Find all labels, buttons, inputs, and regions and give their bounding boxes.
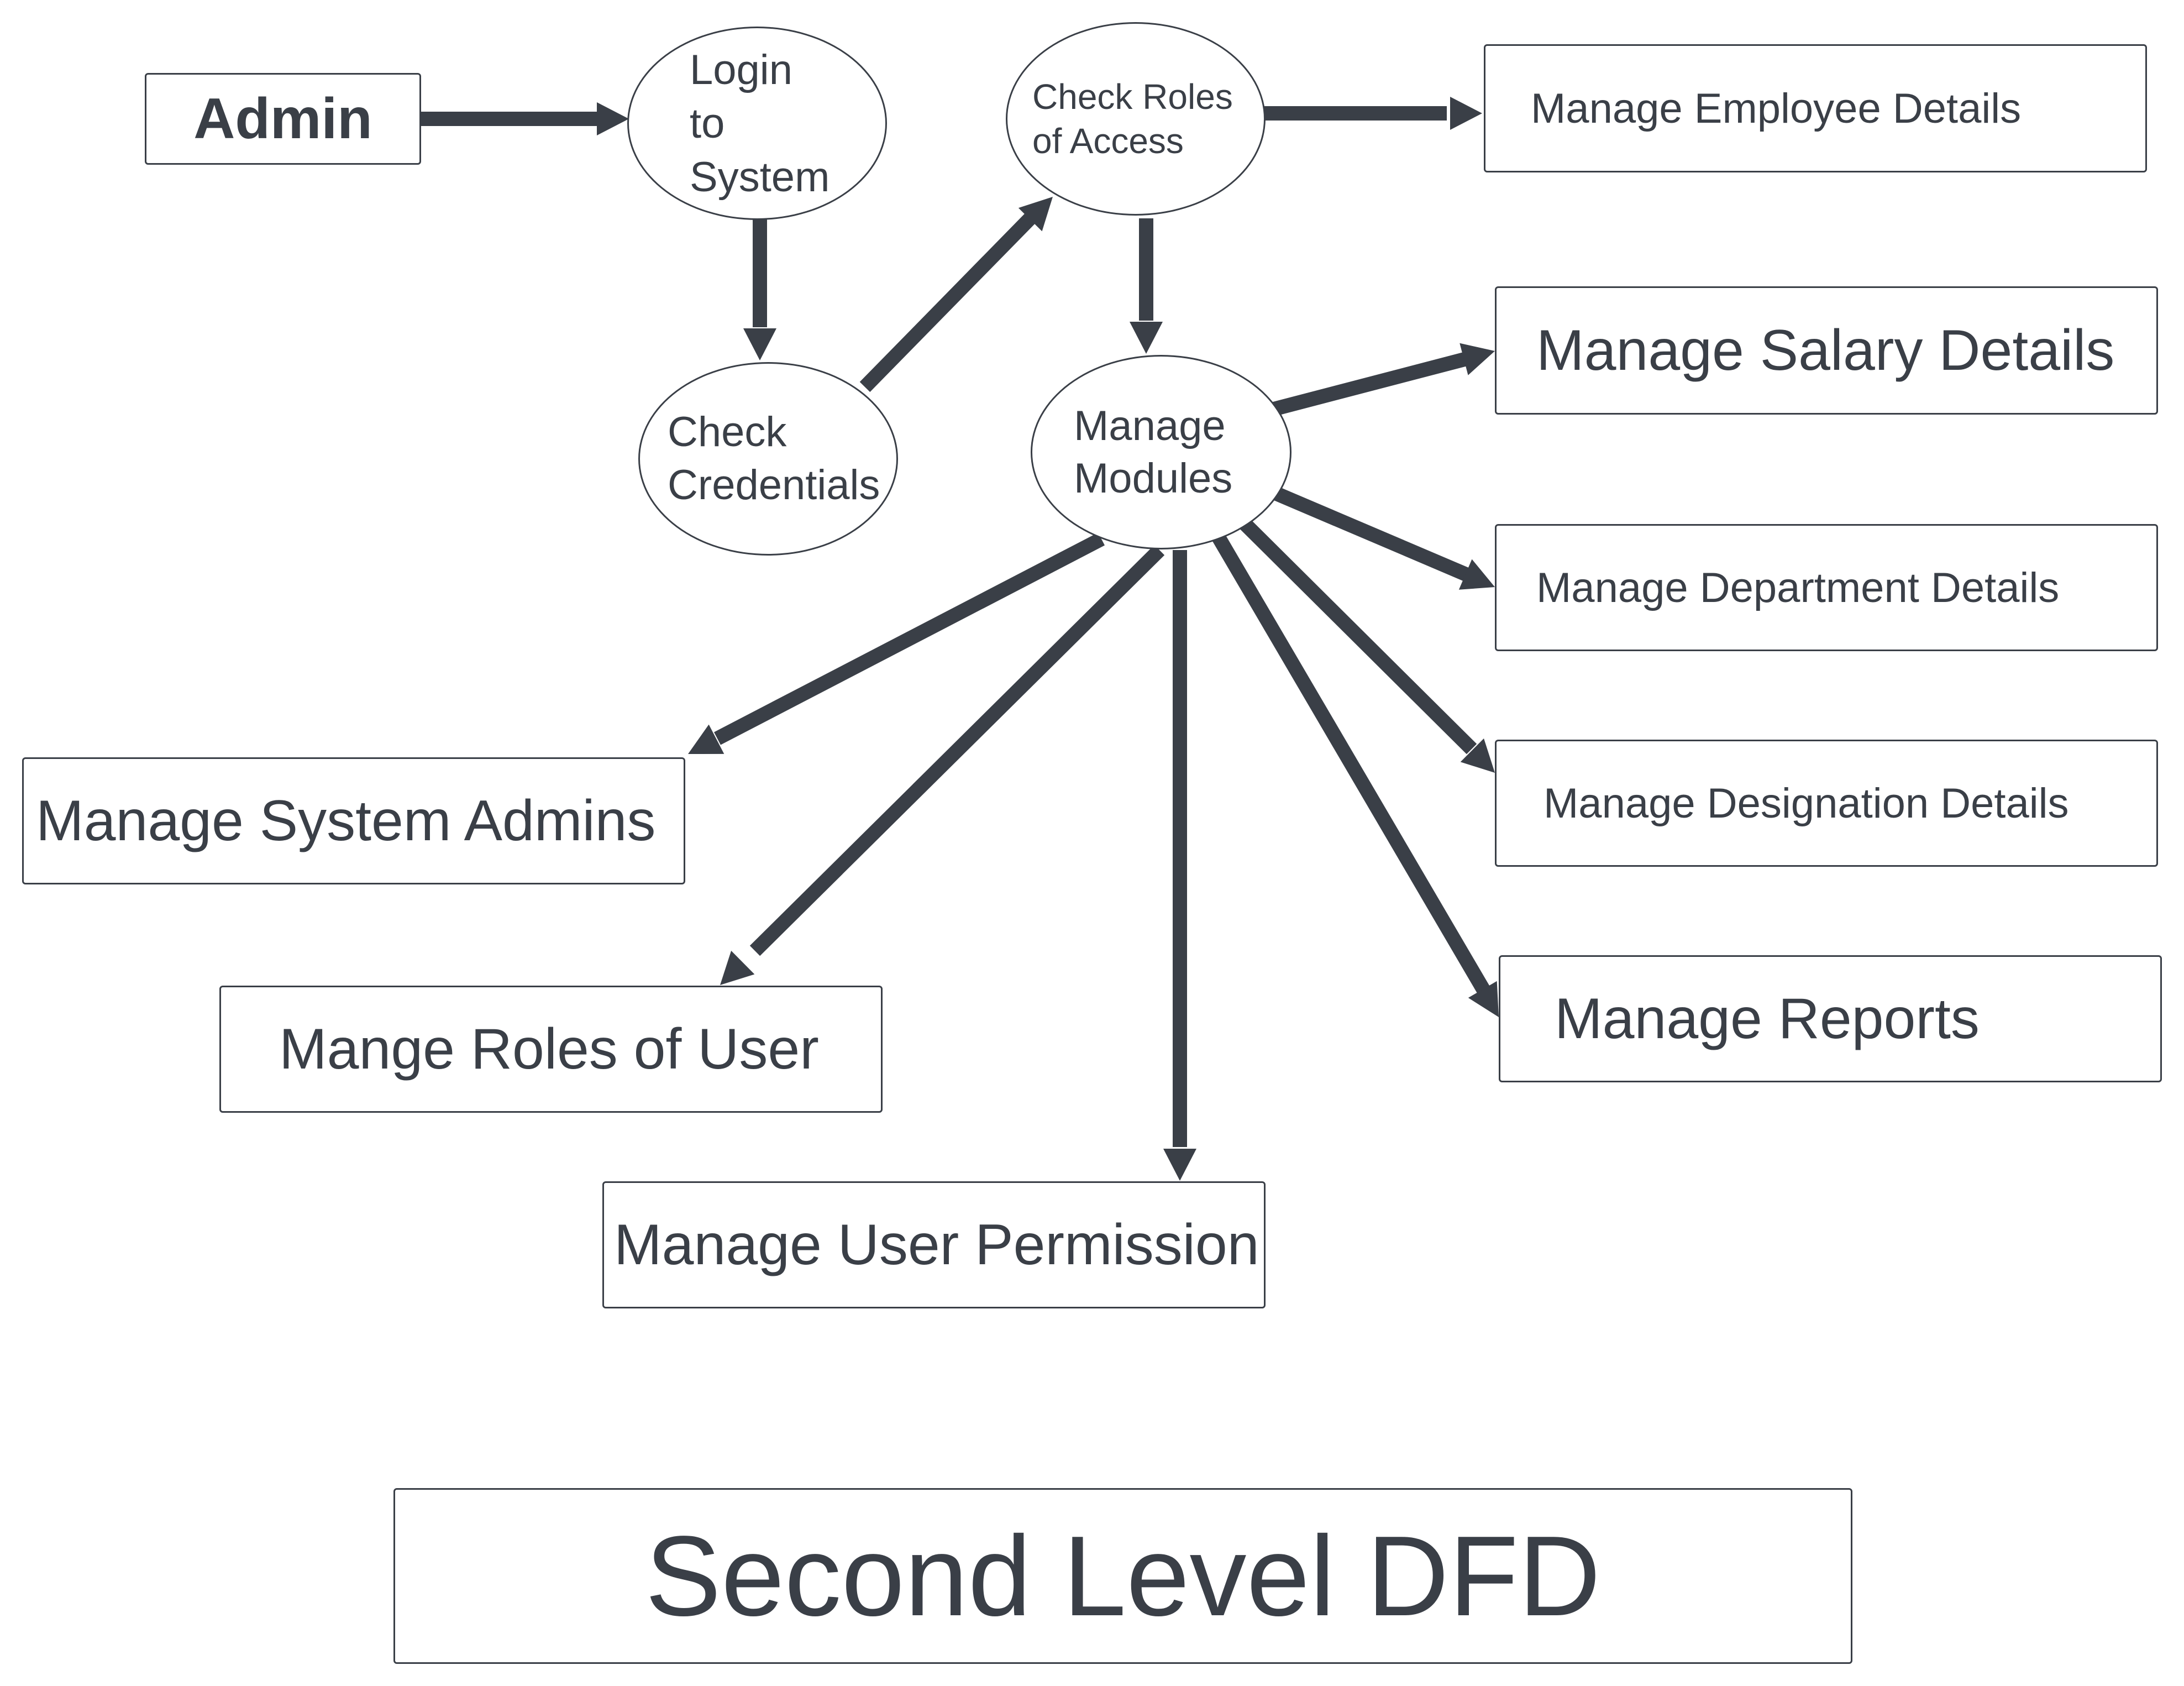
manage-salary-details-box: Manage Salary Details xyxy=(1495,286,2158,415)
manage-user-permission-label: Manage User Permission xyxy=(614,1212,1259,1277)
manage-system-admins-label: Manage System Admins xyxy=(36,788,656,853)
login-process: Login to System xyxy=(627,27,887,220)
flow-arrowhead-manage_modules-to-manage_designation xyxy=(1460,738,1495,773)
manage-department-details-box: Manage Department Details xyxy=(1495,524,2158,651)
flow-arrowhead-manage_modules-to-manage_reports xyxy=(1468,981,1499,1017)
manage-salary-details-label: Manage Salary Details xyxy=(1536,318,2115,383)
flow-line-manage_modules-to-manage_department xyxy=(1273,487,1471,582)
diagram-title: Second Level DFD xyxy=(645,1512,1601,1640)
login-label: Login to System xyxy=(690,46,830,201)
flow-arrowhead-manage_modules-to-manage_system_admins xyxy=(688,724,725,754)
flow-arrowhead-manage_modules-to-manage_department xyxy=(1458,559,1495,590)
admin-entity: Admin xyxy=(145,73,421,165)
check-roles-process: Check Roles of Access xyxy=(1006,22,1266,216)
flow-line-manage_modules-to-manage_reports xyxy=(1206,524,1493,999)
manage-reports-label: Manage Reports xyxy=(1555,986,1980,1051)
manage-reports-box: Manage Reports xyxy=(1499,955,2162,1082)
manage-designation-details-box: Manage Designation Details xyxy=(1495,740,2158,867)
flow-arrowhead-manage_modules-to-mange_roles xyxy=(720,950,755,985)
flow-arrowhead-manage_modules-to-manage_user_permission xyxy=(1163,1149,1196,1181)
check-credentials-process: Check Credentials xyxy=(638,362,898,556)
flow-arrowhead-check_credentials-to-check_roles xyxy=(1018,197,1053,232)
flow-arrowhead-login-to-check_credentials xyxy=(743,328,776,360)
flow-arrowhead-check_roles-to-manage_employee xyxy=(1450,97,1482,130)
manage-employee-details-box: Manage Employee Details xyxy=(1484,44,2147,172)
manage-user-permission-box: Manage User Permission xyxy=(602,1181,1266,1308)
flow-line-manage_modules-to-mange_roles xyxy=(749,544,1165,956)
flow-line-manage_modules-to-manage_salary xyxy=(1272,352,1467,416)
flow-line-manage_modules-to-manage_designation xyxy=(1238,517,1477,755)
check-credentials-label: Check Credentials xyxy=(668,409,880,509)
flow-line-manage_modules-to-manage_system_admins xyxy=(714,532,1105,745)
manage-designation-details-label: Manage Designation Details xyxy=(1544,779,2069,827)
flow-line-check_credentials-to-check_roles xyxy=(859,211,1037,392)
admin-label: Admin xyxy=(193,86,372,151)
flow-arrowhead-manage_modules-to-manage_salary xyxy=(1460,343,1495,375)
mange-roles-of-user-box: Mange Roles of User xyxy=(219,986,883,1113)
manage-department-details-label: Manage Department Details xyxy=(1536,564,2060,611)
mange-roles-of-user-label: Mange Roles of User xyxy=(279,1017,819,1081)
manage-modules-process: Manage Modules xyxy=(1031,355,1292,549)
manage-employee-details-label: Manage Employee Details xyxy=(1531,85,2022,132)
diagram-title-box: Second Level DFD xyxy=(393,1488,1852,1664)
check-roles-label: Check Roles of Access xyxy=(1032,77,1233,161)
manage-modules-label: Manage Modules xyxy=(1074,402,1233,502)
manage-system-admins-box: Manage System Admins xyxy=(22,757,685,884)
flow-arrowhead-check_roles-to-manage_modules xyxy=(1130,322,1163,354)
flow-arrowhead-admin-to-login xyxy=(597,102,629,135)
